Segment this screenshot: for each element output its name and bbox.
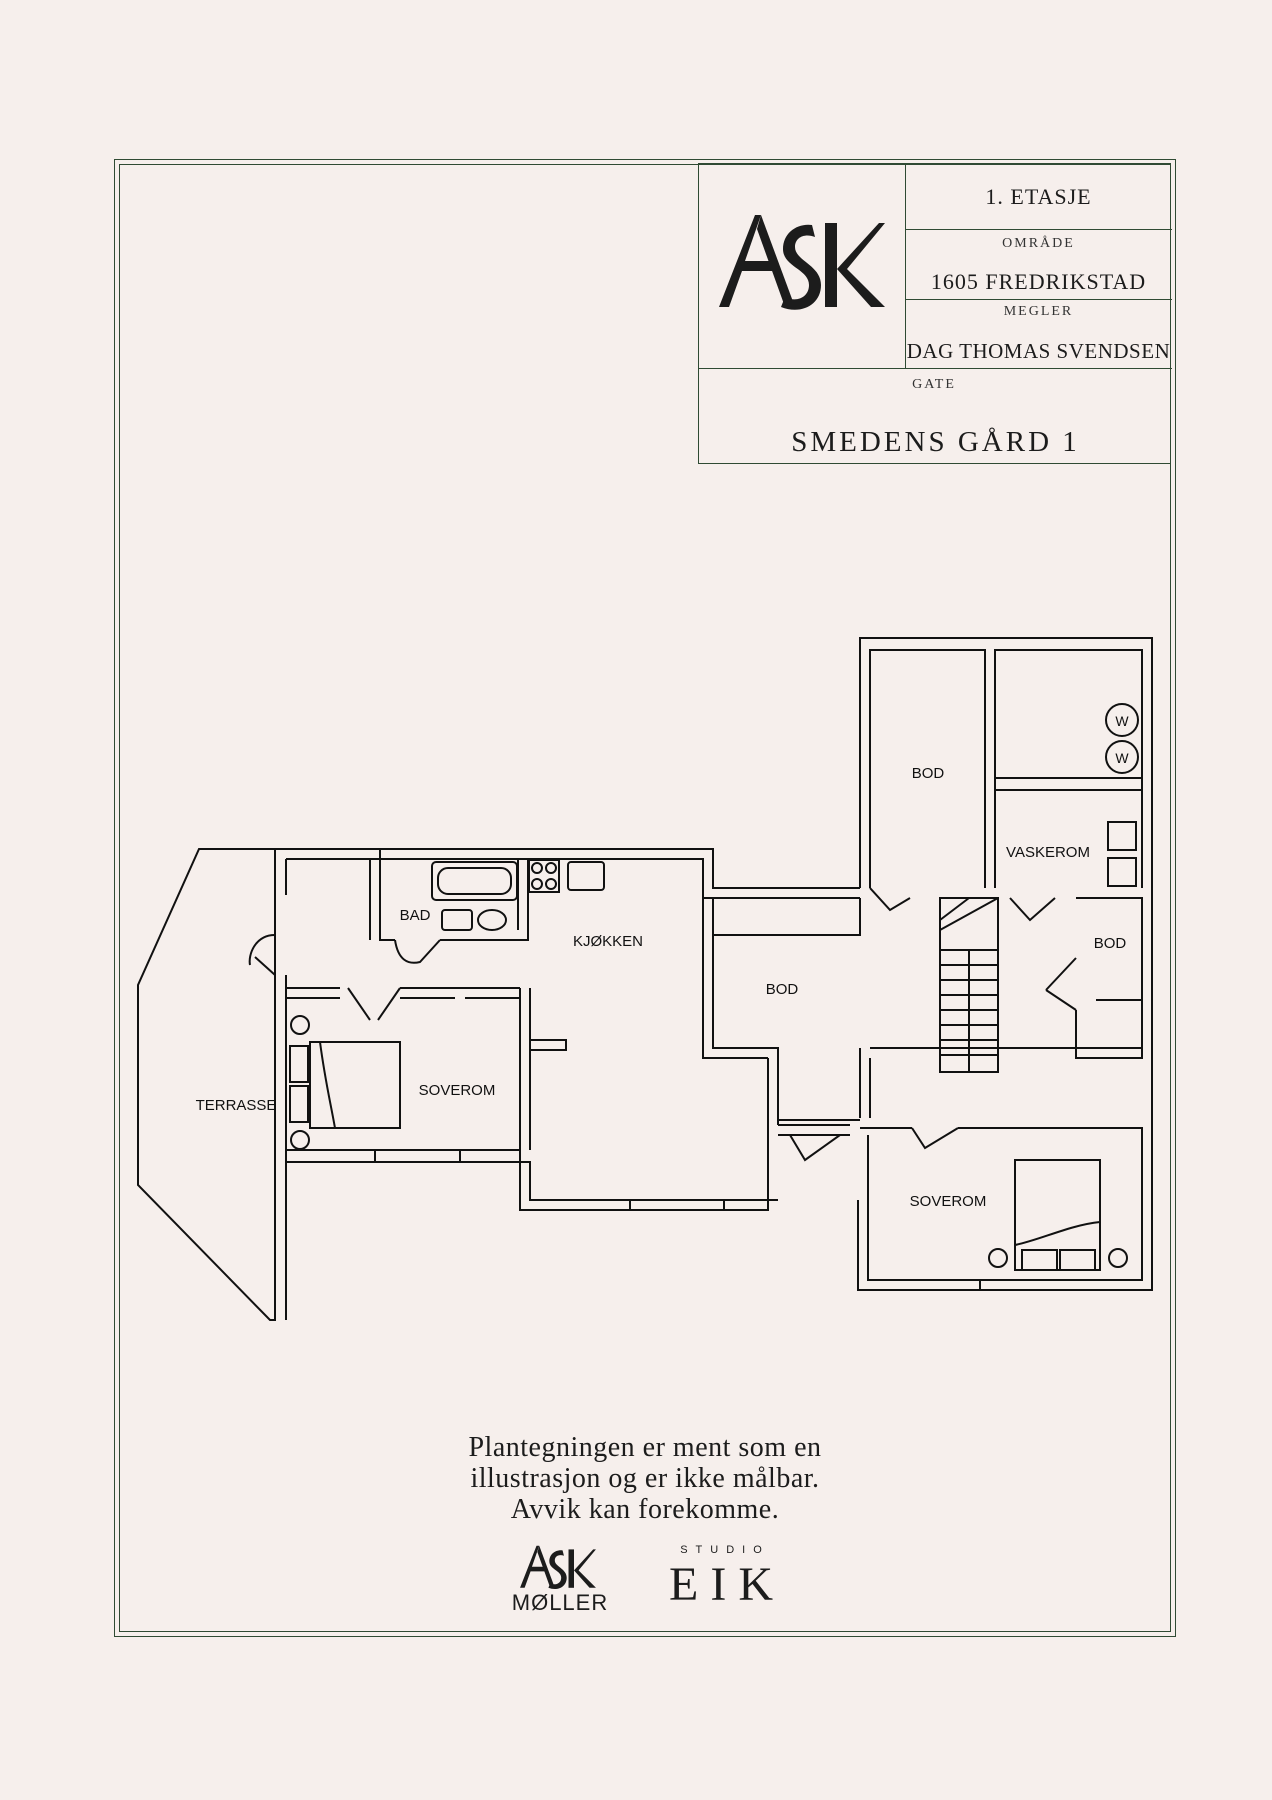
lamp [988, 1248, 1008, 1268]
pillow [289, 1045, 309, 1083]
eik-logo-text: EIK [669, 1558, 785, 1611]
pillow [1059, 1249, 1096, 1271]
sink [441, 909, 473, 931]
street-value: SMEDENS GÅRD 1 [791, 426, 1080, 458]
window [572, 1199, 725, 1210]
page-frame-inner [119, 164, 1171, 1632]
stove [528, 859, 560, 893]
room-label-terrasse: TERRASSE [196, 1097, 277, 1114]
room-label-bod-right: BOD [1094, 935, 1127, 952]
bod-right-box [1075, 897, 1143, 1059]
bed-right-sheet [1014, 1221, 1101, 1246]
bedroom-right-wall [519, 988, 531, 1150]
door-swing [1045, 957, 1077, 1011]
title-block: 1. ETASJE OMRÅDE 1605 FREDRIKSTAD MEGLER… [698, 163, 1172, 464]
room-label-vaskerom: VASKEROM [1006, 844, 1090, 861]
washer-label: W [1115, 750, 1129, 766]
window [922, 1279, 981, 1290]
kitchen-stub [530, 1039, 567, 1051]
bedroom-right-wall [859, 1048, 871, 1118]
dryer [1107, 857, 1137, 887]
room-label-bad: BAD [400, 907, 431, 924]
room-label-bod-top: BOD [912, 765, 945, 782]
stairs-outline [939, 897, 999, 1073]
bed-left-sheet [319, 1041, 336, 1129]
kitchen-right-inner [712, 898, 779, 1125]
bod-top-box [869, 649, 986, 888]
bod-center-bottom [778, 1124, 850, 1136]
disclaimer: Plantegningen er ment som en illustrasjo… [380, 1432, 910, 1525]
ask-logo-small [520, 1545, 596, 1590]
door-swing [248, 934, 276, 976]
broker-label: MEGLER [1003, 304, 1074, 319]
room-label-kjokken: KJØKKEN [573, 933, 643, 950]
title-block-divider [905, 299, 1172, 301]
door-swing [394, 939, 441, 964]
title-block-divider [905, 164, 907, 368]
terrace-outline [137, 848, 276, 1321]
dryer [1107, 821, 1137, 851]
bathtub-inner [437, 867, 512, 895]
door-swing [1009, 897, 1056, 922]
vaskerom-shelf [995, 777, 1142, 791]
inner-wall-top [286, 858, 860, 899]
bath-left-wall [369, 849, 395, 941]
room-label-soverom-right: SOVEROM [910, 1193, 987, 1210]
studio-label: STUDIO [680, 1544, 770, 1556]
lamp [290, 1015, 310, 1035]
pillow [289, 1085, 309, 1123]
bedroom-left-bottom [286, 1058, 769, 1211]
bathtub [431, 861, 518, 901]
area-label: OMRÅDE [1002, 236, 1075, 251]
page-frame-outer [114, 159, 1176, 1637]
door-swing [789, 1134, 841, 1162]
disclaimer-line: illustrasjon og er ikke målbar. [470, 1463, 820, 1494]
broker-value: DAG THOMAS SVENDSEN [906, 339, 1171, 363]
tower-outer [857, 637, 1153, 1291]
bedroom-left-bottom-inner [286, 1161, 778, 1201]
left-wall [274, 849, 287, 895]
left-wall-lower [274, 975, 287, 1320]
title-block-divider [905, 229, 1172, 231]
outer-wall-top [275, 848, 860, 889]
door-swing [347, 987, 401, 1021]
window [338, 1149, 461, 1162]
disclaimer-line: Avvik kan forekomme. [510, 1494, 780, 1525]
door-swing [911, 1127, 959, 1150]
washer-circle [1105, 740, 1139, 774]
kitchen-sink [567, 861, 605, 891]
street-label: GATE [912, 377, 956, 392]
stair-steps [939, 897, 999, 1072]
bed-left [309, 1041, 401, 1129]
lamp [1108, 1248, 1128, 1268]
washer-label: W [1115, 713, 1129, 729]
vaskerom-box [994, 649, 1143, 888]
toilet [477, 909, 507, 931]
disclaimer-line: Plantegningen er ment som en [468, 1432, 822, 1463]
pillow [1021, 1249, 1058, 1271]
area-value: 1605 FREDRIKSTAD [930, 269, 1147, 294]
door-swing [869, 887, 911, 912]
moller-logo-text: MØLLER [511, 1590, 609, 1615]
bod-center-top [713, 898, 861, 936]
title-block-divider [699, 368, 1172, 370]
bedroom-right [860, 1127, 1143, 1281]
washer-circle [1105, 703, 1139, 737]
room-label-bod-center: BOD [766, 981, 799, 998]
lamp [290, 1130, 310, 1150]
floor-label: 1. ETASJE [985, 184, 1092, 209]
kitchen-right-wall [702, 898, 768, 1059]
room-label-soverom-left: SOVEROM [419, 1082, 496, 1099]
ask-logo [719, 215, 885, 310]
